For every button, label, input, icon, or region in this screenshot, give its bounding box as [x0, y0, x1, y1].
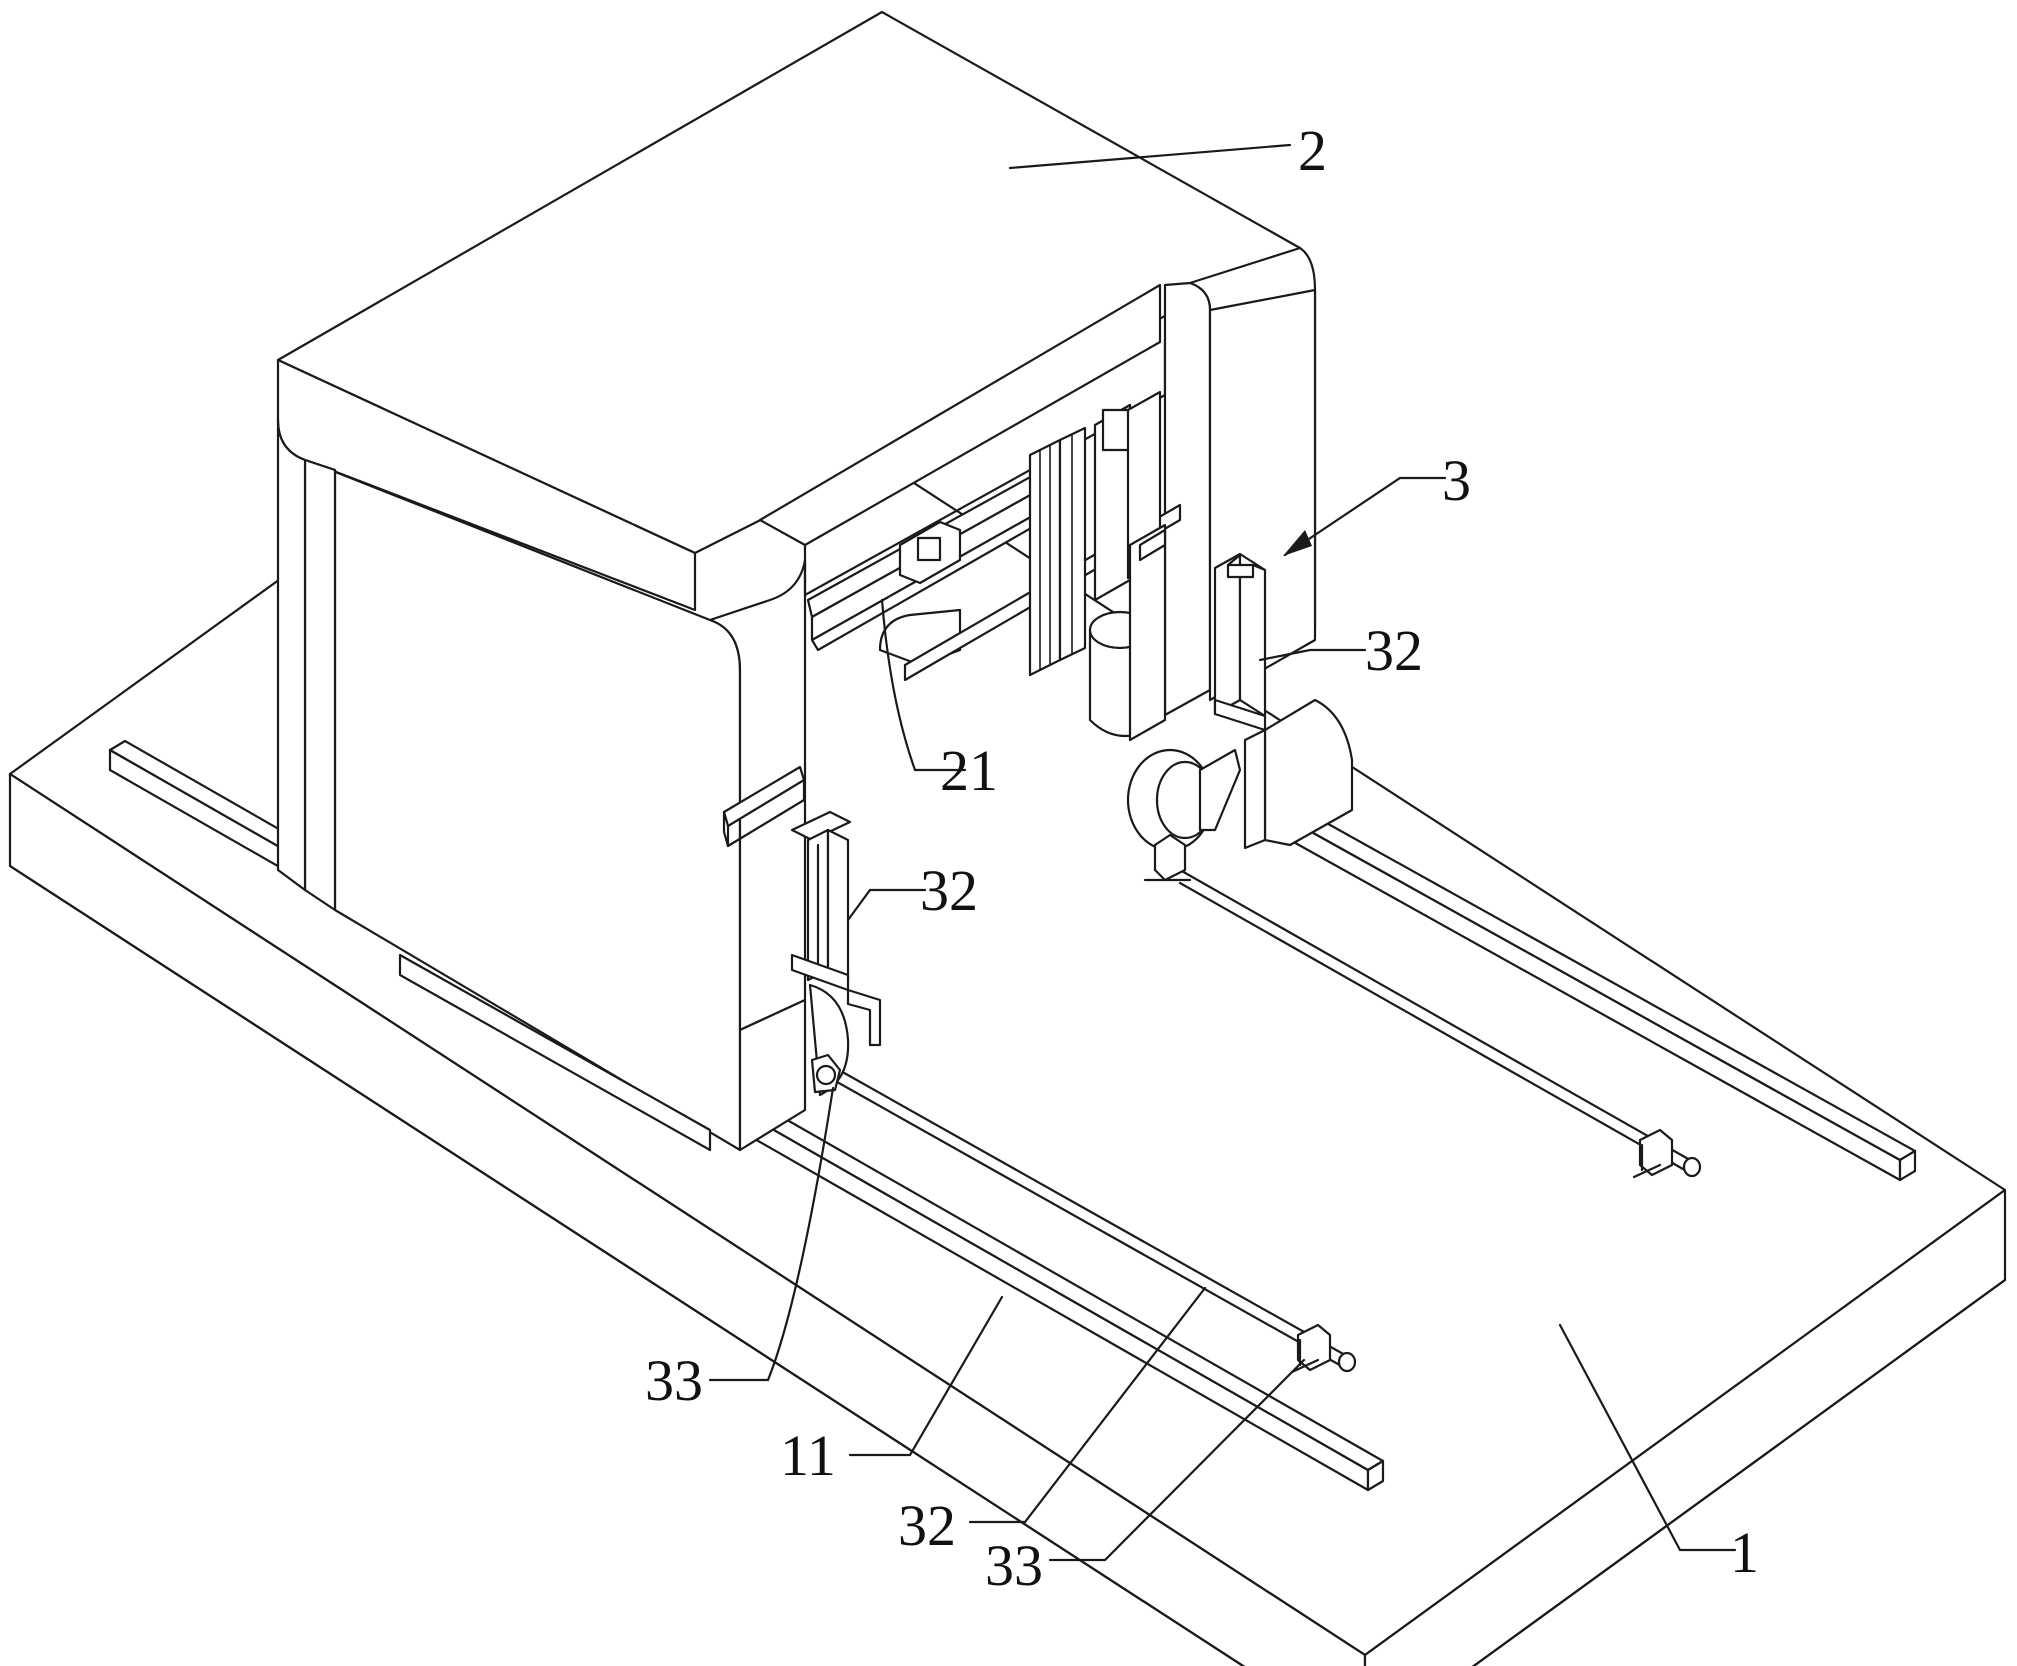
leader-lines	[708, 143, 1737, 1562]
leader-2	[1008, 143, 1292, 170]
leader-32a	[1258, 648, 1367, 662]
leader-11	[848, 1295, 1004, 1457]
left-rack-bar	[828, 1063, 1357, 1373]
right-rack-stop	[1632, 1128, 1674, 1179]
callout-21: 21	[940, 738, 998, 803]
callout-32-lower: 32	[898, 1493, 956, 1558]
leader-3-arrowhead	[1283, 530, 1312, 556]
right-upright-clamp	[1213, 552, 1354, 850]
callout-11: 11	[780, 1423, 836, 1488]
callout-2: 2	[1298, 118, 1327, 183]
leader-32c	[968, 1286, 1207, 1524]
leader-1	[1558, 1323, 1737, 1552]
leader-32b	[846, 888, 927, 922]
callout-32-left-upright: 32	[920, 858, 978, 923]
left-upright-clamp	[790, 810, 882, 1047]
leader-33b	[1048, 1358, 1306, 1562]
callout-33-left: 33	[645, 1348, 703, 1413]
callout-labels: 2 3 32 21 32 33 11 32 33 1	[645, 118, 1759, 1598]
leader-33a	[708, 1086, 835, 1382]
leader-3	[1283, 476, 1447, 557]
left-rack-stop	[1290, 1323, 1332, 1374]
callout-1: 1	[1730, 1520, 1759, 1585]
leader-21	[880, 598, 967, 772]
callout-32-upper-right: 32	[1365, 618, 1423, 683]
callout-33-lower: 33	[985, 1533, 1043, 1598]
right-gear-wheel	[1126, 748, 1242, 882]
left-gear-wheel	[808, 983, 850, 1097]
cutting-assembly	[806, 390, 1182, 742]
gantry-frame	[276, 10, 1317, 1152]
right-rack-bar	[1178, 868, 1702, 1178]
callout-3: 3	[1442, 448, 1471, 513]
